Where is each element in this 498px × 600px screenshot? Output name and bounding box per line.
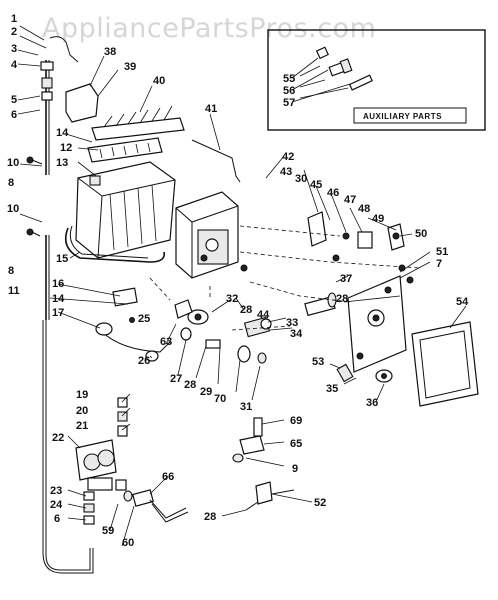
callout-49: 49 [372, 213, 384, 225]
callout-6: 6 [11, 109, 17, 121]
callout-50: 50 [415, 228, 427, 240]
callout-38: 38 [104, 46, 116, 58]
callout-19: 19 [76, 389, 88, 401]
aux-fitting-part [299, 46, 373, 99]
callout-46: 46 [327, 187, 339, 199]
callout-43: 43 [280, 166, 292, 178]
stripper-part [87, 137, 163, 163]
timing-gear-part [174, 299, 209, 325]
wire-harness [95, 322, 171, 353]
callout-28-b: 28 [336, 293, 348, 305]
callout-16: 16 [52, 278, 64, 290]
callout-28-a: 28 [240, 304, 252, 316]
callout-10-lower: 10 [7, 203, 19, 215]
callout-3: 3 [11, 43, 17, 55]
front-cover [411, 321, 479, 407]
callout-22: 22 [52, 432, 64, 444]
callout-59: 59 [102, 525, 114, 537]
callout-36: 36 [366, 397, 378, 409]
water-inlet-fitting [123, 489, 189, 523]
callout-39: 39 [124, 61, 136, 73]
callout-8-upper: 8 [8, 177, 14, 189]
callout-70: 70 [214, 393, 226, 405]
callout-42: 42 [282, 151, 294, 163]
callout-28-d: 28 [204, 511, 216, 523]
callout-51: 51 [436, 246, 448, 258]
callout-10-upper: 10 [7, 157, 19, 169]
callout-30: 30 [295, 173, 307, 185]
adjusting-knob [336, 363, 393, 383]
callout-numbers: 1 2 3 4 5 6 38 39 40 41 42 55 56 57 14 1… [7, 13, 469, 549]
ejector-blade [91, 105, 185, 141]
callout-48: 48 [358, 203, 370, 215]
callout-8-lower: 8 [8, 265, 14, 277]
mounting-plate [347, 275, 407, 373]
callout-17: 17 [52, 307, 64, 319]
callout-2: 2 [11, 26, 17, 38]
callout-60: 60 [122, 537, 134, 549]
callout-53: 53 [312, 356, 324, 368]
auxiliary-parts-box: AUXILIARY PARTS [267, 29, 486, 131]
callout-14-lower: 14 [52, 293, 65, 305]
callout-57: 57 [283, 97, 295, 109]
callout-41: 41 [205, 103, 217, 115]
ice-maker-mold [75, 161, 176, 259]
callout-15: 15 [56, 253, 68, 265]
callout-65: 65 [290, 438, 302, 450]
motor-housing [175, 191, 239, 279]
callout-44: 44 [257, 309, 270, 321]
callout-37: 37 [340, 273, 352, 285]
water-fill-tube [40, 36, 94, 574]
callout-56: 56 [283, 85, 295, 97]
callout-5: 5 [11, 94, 17, 106]
callout-14-upper: 14 [56, 127, 69, 139]
callout-21: 21 [76, 420, 88, 432]
callout-63: 63 [160, 336, 172, 348]
callout-40: 40 [153, 75, 165, 87]
callout-1: 1 [11, 13, 17, 25]
callout-55: 55 [283, 73, 295, 85]
callout-9: 9 [292, 463, 298, 475]
callout-6-lower: 6 [54, 513, 60, 525]
callout-20: 20 [76, 405, 88, 417]
callout-13: 13 [56, 157, 68, 169]
tubing-clamp-parts [232, 417, 295, 511]
screws [26, 156, 414, 323]
assembly-guide-lines [149, 225, 421, 331]
callout-66: 66 [162, 471, 174, 483]
switch-bracket-parts [307, 211, 405, 251]
callout-leaders [17, 25, 467, 547]
callout-27: 27 [170, 373, 182, 385]
callout-26: 26 [138, 355, 150, 367]
callout-29: 29 [200, 386, 212, 398]
mounting-bracket [65, 83, 99, 123]
callout-35: 35 [326, 383, 338, 395]
callout-32: 32 [226, 293, 238, 305]
callout-11: 11 [8, 285, 20, 297]
callout-4: 4 [11, 59, 18, 71]
callout-47: 47 [344, 194, 356, 206]
callout-7: 7 [436, 258, 442, 270]
callout-34: 34 [290, 328, 303, 340]
callout-69: 69 [290, 415, 302, 427]
callout-28-c: 28 [184, 379, 196, 391]
callout-33: 33 [286, 317, 298, 329]
water-valve [75, 439, 127, 491]
callout-23: 23 [50, 485, 62, 497]
callout-24: 24 [50, 499, 63, 511]
callout-25: 25 [138, 313, 150, 325]
shut-off-arm [191, 139, 241, 183]
auxiliary-parts-label: AUXILIARY PARTS [363, 112, 442, 121]
callout-54: 54 [456, 296, 469, 308]
mold-heater [64, 225, 166, 263]
callout-31: 31 [240, 401, 252, 413]
callout-12: 12 [60, 142, 72, 154]
watermark-text: AppliancePartsPros.com [42, 13, 376, 44]
callout-52: 52 [314, 497, 326, 509]
small-fittings [145, 327, 267, 364]
callout-45: 45 [310, 179, 322, 191]
valve-fittings [83, 397, 128, 525]
